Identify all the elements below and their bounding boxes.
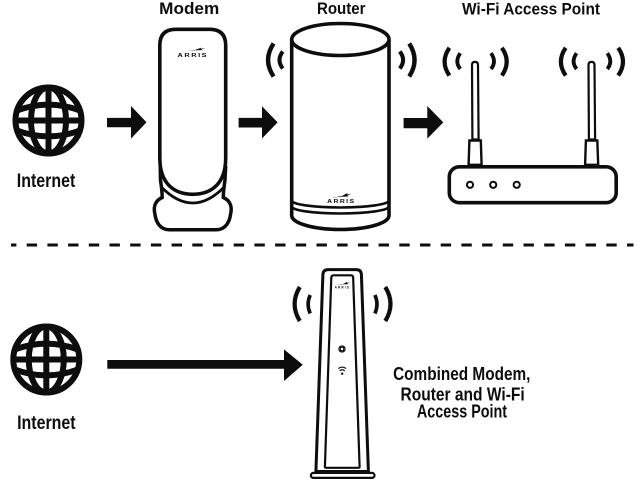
svg-text:Router: Router [317, 0, 366, 18]
svg-text:ARRIS: ARRIS [178, 53, 209, 59]
svg-text:Wi-Fi Access Point: Wi-Fi Access Point [462, 0, 600, 18]
svg-text:Access Point: Access Point [417, 402, 507, 422]
svg-text:Internet: Internet [17, 170, 76, 192]
svg-text:ARRIS: ARRIS [335, 285, 350, 289]
svg-text:Internet: Internet [17, 412, 76, 434]
svg-text:Router and Wi-Fi: Router and Wi-Fi [401, 384, 525, 404]
svg-text:Combined Modem,: Combined Modem, [393, 364, 530, 384]
svg-text:ARRIS: ARRIS [327, 199, 355, 205]
svg-text:Modem: Modem [159, 0, 219, 18]
